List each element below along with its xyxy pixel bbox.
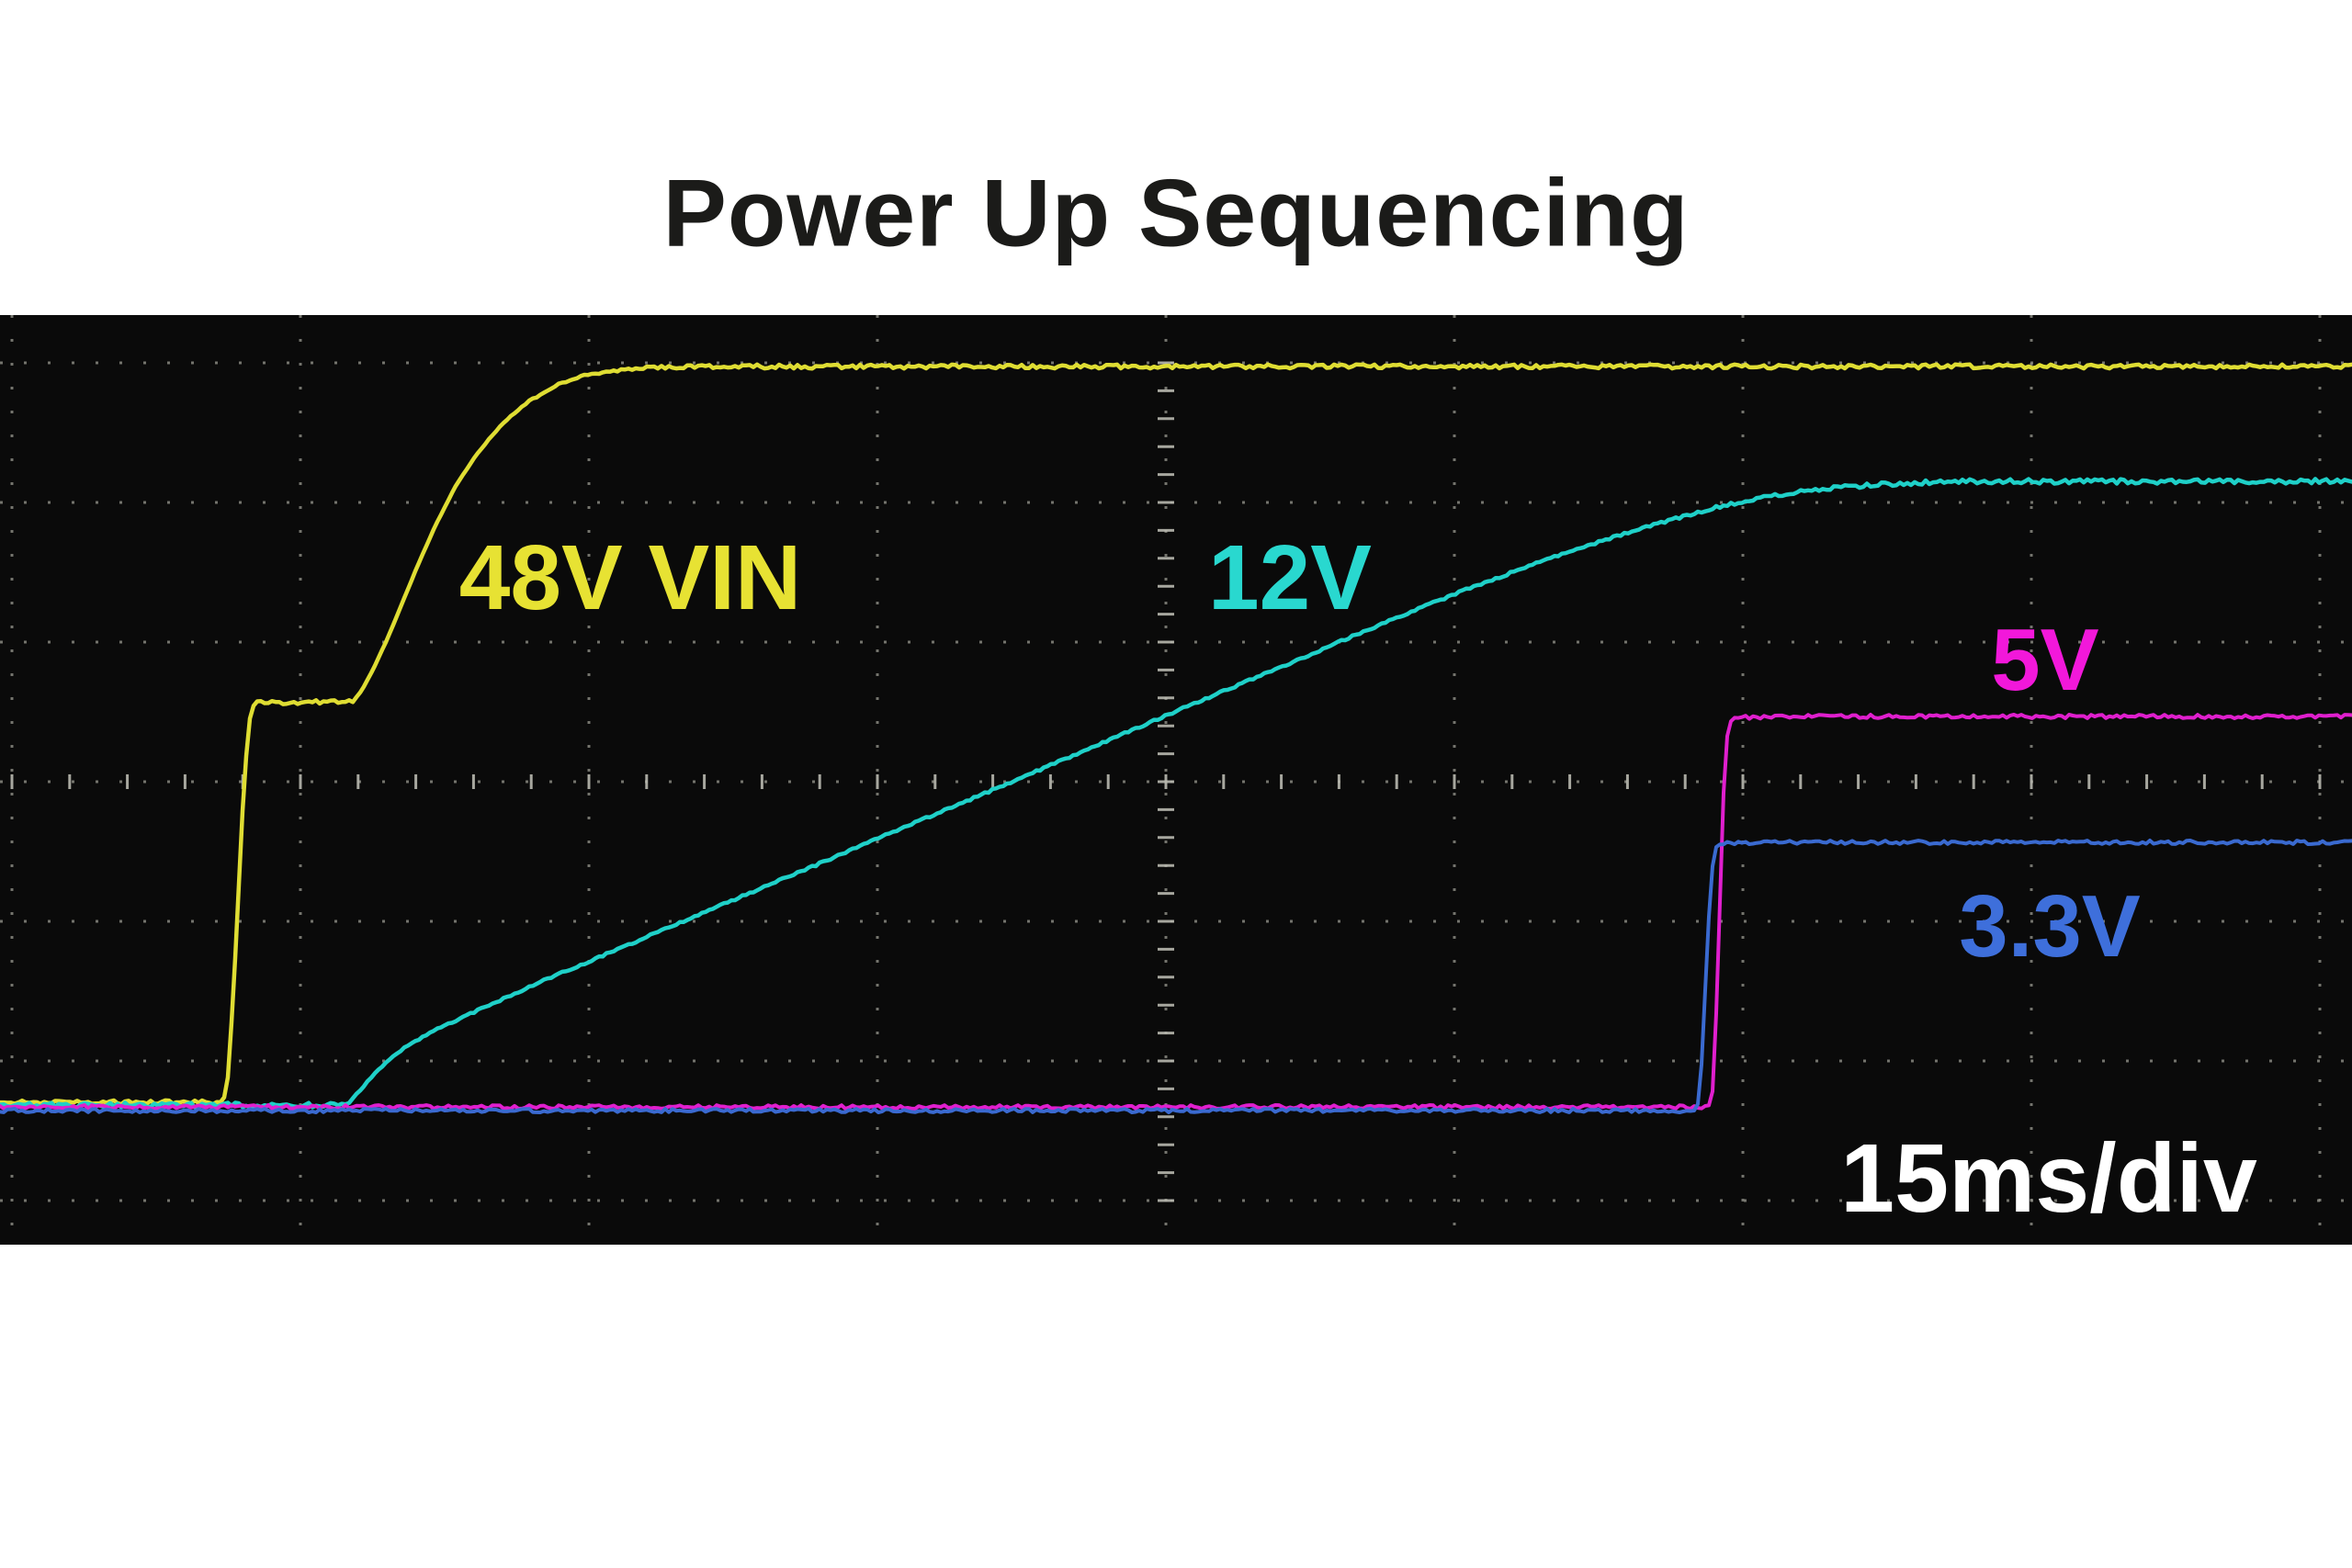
oscilloscope-display: 48V VIN 12V 5V 3.3V 15ms/div: [0, 315, 2352, 1245]
timebase-label: 15ms/div: [1840, 1124, 2257, 1233]
trace-label-5v: 5V: [1991, 611, 2099, 709]
trace-label-12v: 12V: [1208, 526, 1372, 629]
chart-title: Power Up Sequencing: [662, 160, 1690, 267]
trace-label-48v-vin: 48V VIN: [458, 526, 802, 629]
trace-label-3v3: 3.3V: [1959, 877, 2141, 976]
waveform-plot: [0, 315, 2352, 1245]
